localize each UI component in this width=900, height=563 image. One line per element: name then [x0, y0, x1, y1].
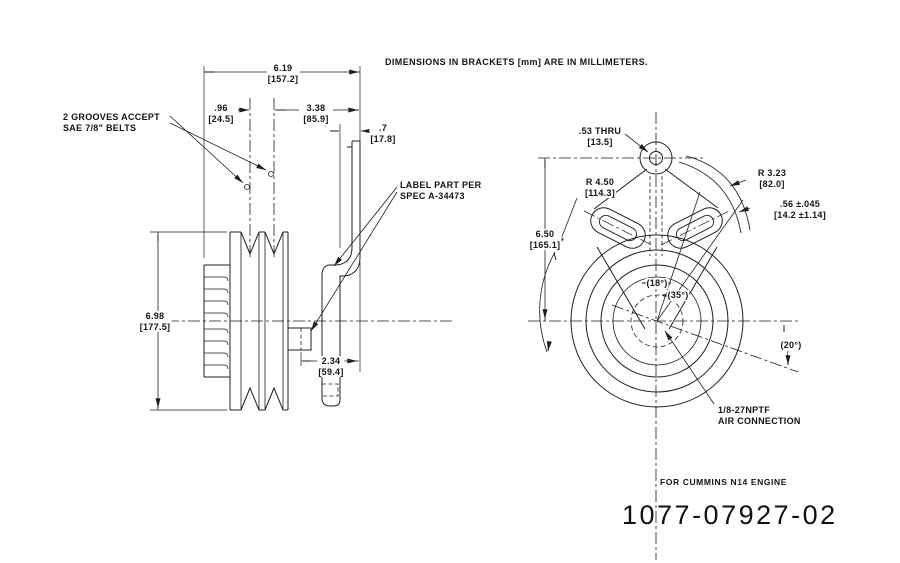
- dim-hub-offset-in: 3.38: [306, 103, 326, 113]
- angle-18-label: (18°): [645, 278, 669, 289]
- dim-radius-large: R 4.50 [114.3]: [583, 177, 617, 198]
- dim-radius-small-mm: [82.0]: [759, 178, 785, 189]
- dim-overall-width-mm: [157.2]: [267, 73, 299, 84]
- units-note: DIMENSIONS IN BRACKETS [mm] ARE IN MILLI…: [385, 57, 648, 67]
- dim-band-width: .56 ±.045 [14.2 ±1.14]: [772, 199, 828, 220]
- dim-pulley-diameter-in: 6.98: [145, 311, 165, 321]
- dim-radius-large-mm: [114.3]: [584, 187, 616, 198]
- dim-plate-offset: .7 [17.8]: [369, 123, 397, 144]
- dim-pulley-diameter-mm: [177.5]: [139, 321, 171, 332]
- dim-radius-small: R 3.23 [82.0]: [756, 168, 788, 189]
- dim-mount-depth: 2.34 [59.4]: [317, 356, 345, 377]
- dim-plate-offset-in: .7: [378, 123, 388, 133]
- label-part-callout-line1: LABEL PART PER: [400, 180, 482, 190]
- dim-groove-spacing-in: .96: [214, 103, 228, 113]
- engine-note: FOR CUMMINS N14 ENGINE: [660, 477, 788, 487]
- grooves-callout-line1: 2 GROOVES ACCEPT: [63, 112, 160, 122]
- dim-hub-offset: 3.38 [85.9]: [302, 103, 330, 124]
- grooves-callout-line2: SAE 7/8" BELTS: [63, 122, 137, 133]
- dim-groove-spacing-mm: [24.5]: [208, 113, 234, 124]
- dim-mount-depth-in: 2.34: [321, 356, 341, 366]
- dim-center-height-in: 6.50: [535, 229, 555, 239]
- label-part-callout-line2: SPEC A-34473: [400, 190, 465, 201]
- dim-radius-small-in: R 3.23: [757, 168, 787, 178]
- dim-pulley-diameter: 6.98 [177.5]: [138, 311, 172, 332]
- dim-thru-hole: .53 THRU [13.5]: [577, 126, 623, 147]
- angle-35-label: (35°): [666, 290, 690, 301]
- dim-band-width-in: .56 ±.045: [779, 199, 821, 209]
- dim-plate-offset-mm: [17.8]: [370, 133, 396, 144]
- air-connection-callout: 1/8-27NPTF AIR CONNECTION: [718, 405, 801, 426]
- air-connection-line1: 1/8-27NPTF: [718, 405, 771, 415]
- dim-groove-spacing: .96 [24.5]: [207, 103, 235, 124]
- dim-overall-width-in: 6.19: [273, 63, 293, 73]
- dim-mount-depth-mm: [59.4]: [318, 366, 344, 377]
- dim-radius-large-in: R 4.50: [585, 177, 615, 187]
- label-part-callout: LABEL PART PER SPEC A-34473: [400, 180, 481, 201]
- dim-overall-width: 6.19 [157.2]: [266, 63, 300, 84]
- dim-center-height-mm: [165.1]: [529, 239, 561, 250]
- air-connection-line2: AIR CONNECTION: [718, 415, 801, 426]
- dim-center-height: 6.50 [165.1]: [528, 229, 562, 250]
- dim-thru-hole-mm: [13.5]: [587, 136, 613, 147]
- dim-band-width-mm: [14.2 ±1.14]: [773, 209, 827, 220]
- dim-hub-offset-mm: [85.9]: [303, 113, 329, 124]
- part-number: 1077-07927-02: [622, 500, 838, 530]
- dim-thru-hole-in: .53 THRU: [578, 126, 622, 136]
- left-view-linework: [146, 66, 452, 410]
- angle-20-label: (20°): [779, 340, 803, 351]
- grooves-callout: 2 GROOVES ACCEPT SAE 7/8" BELTS: [63, 112, 160, 133]
